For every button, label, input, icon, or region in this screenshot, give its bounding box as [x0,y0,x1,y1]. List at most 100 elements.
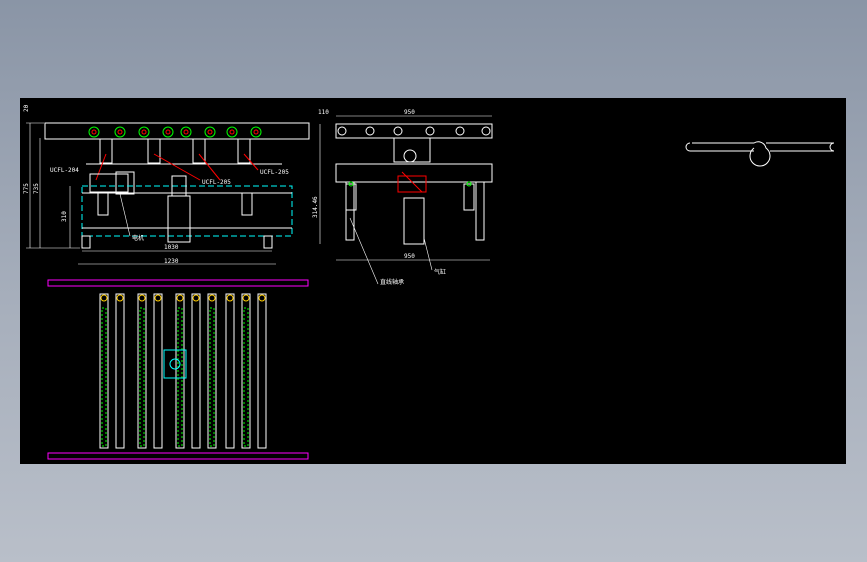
cad-drawing: 20 775 735 310 1030 1230 UCFL-204 UCFL-2… [23,104,835,460]
side-clamp [397,175,427,193]
sprocket [88,126,100,138]
side-roller [455,126,465,136]
sprocket [114,126,126,138]
side-dim-bottom-label: 950 [404,253,415,260]
sprocket-row [88,126,262,138]
side-guide [463,183,475,211]
guide-post [241,192,253,216]
conveyor-slat [191,293,201,449]
sprocket-hub [183,129,189,135]
dim-total-height-label: 775 [23,183,30,194]
sprocket-hub [253,129,259,135]
sprocket-hub [117,129,123,135]
side-dim-top-label: 950 [404,109,415,116]
slat-bolt [100,294,108,302]
side-dimensions [319,115,492,285]
sprocket [250,126,262,138]
slat-bolt [138,294,146,302]
side-cross [401,171,423,193]
side-pulley [403,149,417,163]
sprocket-hub [91,129,97,135]
bearing-205-label-a: UCFL-205 [202,179,231,186]
roller-chain [243,307,249,447]
gearbox [115,171,135,195]
conveyor-slat [137,293,147,449]
leader [153,153,201,181]
linear-bearing-leader [349,217,379,285]
cad-model-space[interactable]: 20 775 735 310 1030 1230 UCFL-204 UCFL-2… [20,98,846,464]
bearing-block [192,138,206,164]
keyhole-slot-outline [685,141,835,167]
leg-foot [263,235,273,249]
motor-label: 电机 [132,234,144,242]
side-roller [425,126,435,136]
sprocket [180,126,192,138]
center-drive-block [163,349,187,379]
sprocket [226,126,238,138]
side-red-parts [397,171,427,193]
top-view [47,279,309,460]
conveyor-slat [115,293,125,449]
conveyor-slat [257,293,267,449]
side-dim-height-label: 314.46 [312,196,319,218]
motor-leader [119,193,131,237]
sprocket [138,126,150,138]
sprocket [162,126,174,138]
dim-outer-width-label: 1230 [164,258,179,265]
slat-bolt [192,294,200,302]
slat-bolt [242,294,250,302]
front-dimensions [26,122,276,265]
side-roller [337,126,347,136]
side-leg [345,181,355,241]
cylinder-label: 气缸 [434,268,446,276]
conveyor-slat [225,293,235,449]
bottom-frame-rail [47,452,309,460]
bearing-205-label-b: UCFL-205 [260,169,289,176]
side-cylinder [403,197,425,245]
frame-outline [81,185,293,237]
bearing-block [147,138,161,164]
cylinder-leader [423,237,433,271]
sprocket-centers [91,129,259,135]
cylinder-body [167,195,191,243]
front-view [26,122,310,265]
sprocket-hub [141,129,147,135]
dim-inner-width-label: 1030 [164,244,179,251]
cylinder-rod [171,175,187,197]
center-drive-hub [169,358,181,370]
motor-housing [89,173,129,193]
side-top-beam [335,123,493,139]
roller-chain [101,307,107,447]
sprocket [204,126,216,138]
side-roller [393,126,403,136]
conveyor-slat [153,293,163,449]
conveyor-slat [207,293,217,449]
sprocket-hub [165,129,171,135]
conveyor-slat [99,293,109,449]
roller-chain [209,307,215,447]
dim-mid-label: 735 [33,183,40,194]
bearing-204-label: UCFL-204 [50,167,79,174]
side-view [319,115,493,285]
dim-lower-label: 310 [61,211,68,222]
linear-bearing-label: 直线轴承 [380,278,404,286]
sprocket-hub [207,129,213,135]
side-guide [345,183,357,211]
side-roller [365,126,375,136]
leader [95,153,107,181]
slat-bolt [258,294,266,302]
side-green-mark [348,181,354,187]
leader [243,153,259,171]
side-green-parts [348,181,472,187]
side-dim-small-label: 110 [318,109,329,116]
leader [198,153,221,181]
side-leg [475,181,485,241]
leader-lines [95,153,259,181]
conveyor-slat [241,293,251,449]
top-beam [44,122,310,140]
bearing-block [99,138,113,164]
sprocket-hub [229,129,235,135]
roller-chain [177,307,183,447]
guide-post [97,192,109,216]
bearing-block [237,138,251,164]
